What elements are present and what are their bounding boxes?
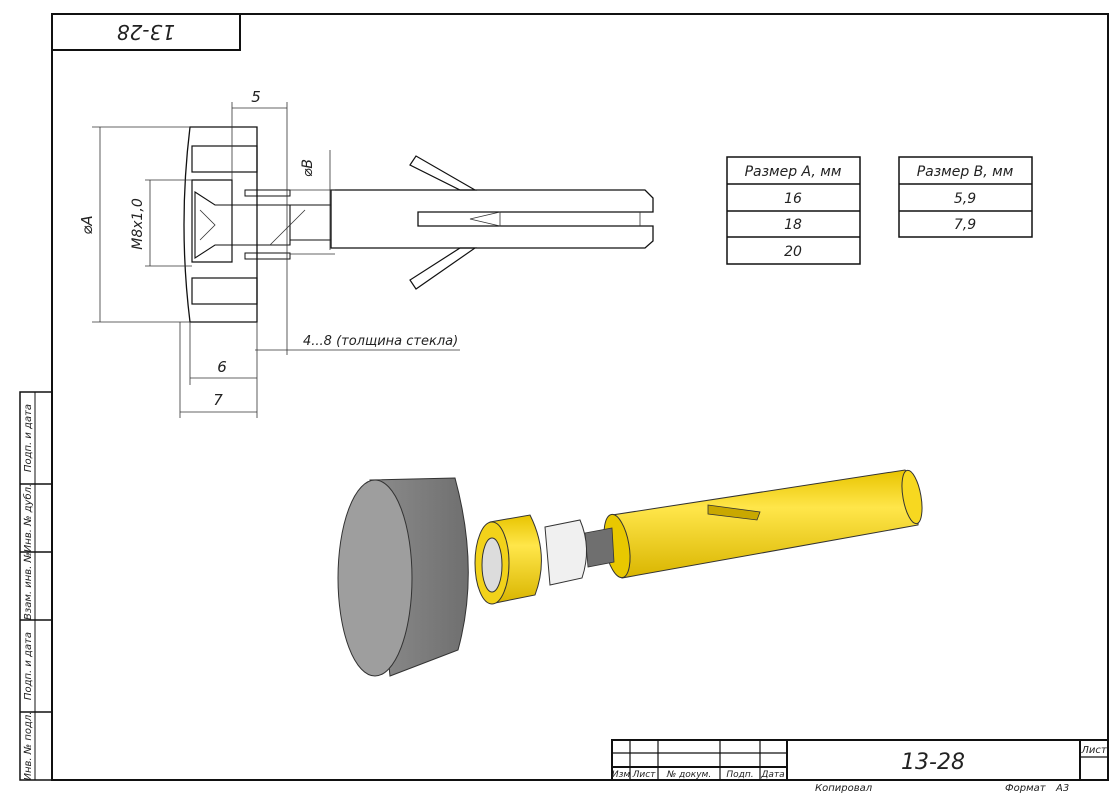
table-cell: 5,9 xyxy=(954,191,976,207)
dim-6: 6 xyxy=(217,358,227,376)
col-doc: № докум. xyxy=(666,770,711,780)
strip-label: Инв. № дубл. xyxy=(22,484,34,552)
table-size-a: Размер A, мм 16 18 20 xyxy=(726,156,861,265)
table-cell: 20 xyxy=(784,244,802,260)
side-strip: Подп. и дата Инв. № дубл. Взам. инв. № П… xyxy=(19,391,53,781)
format-value: A3 xyxy=(1055,783,1069,793)
dim-phi-a: ⌀A xyxy=(78,215,96,234)
copied-label: Копировал xyxy=(815,783,873,793)
dim-phi-b: ⌀B xyxy=(300,159,316,177)
table-size-b: Размер B, мм 5,9 7,9 xyxy=(898,156,1033,238)
strip-label: Подп. и дата xyxy=(23,632,34,700)
table-cell: 18 xyxy=(784,217,802,233)
table-cell: 7,9 xyxy=(954,217,976,233)
table-header: Размер B, мм xyxy=(917,164,1014,180)
col-list: Лист xyxy=(632,770,657,780)
col-date: Дата xyxy=(760,770,784,780)
3d-render xyxy=(337,469,923,677)
col-sign: Подп. xyxy=(726,770,753,780)
corner-stamp: 13-28 xyxy=(51,13,241,51)
strip-label: Взам. инв. № xyxy=(23,552,34,620)
section-view: 5 ⌀B ⌀A M8x1,0 4...8 (толщина стекла) 6 … xyxy=(78,88,654,418)
title-block: Изм Лист № докум. Подп. Дата 13-28 Лист xyxy=(611,739,1109,781)
dim-thread: M8x1,0 xyxy=(130,198,146,250)
designation: 13-28 xyxy=(901,750,965,775)
sheet-frame xyxy=(51,13,1109,781)
sheet-label: Лист xyxy=(1080,745,1108,756)
strip-label: Инв. № подл. xyxy=(23,712,34,781)
corner-stamp-text: 13-28 xyxy=(117,20,175,44)
table-header: Размер A, мм xyxy=(745,164,842,180)
col-izm: Изм xyxy=(612,770,631,780)
dim-glass-thickness: 4...8 (толщина стекла) xyxy=(303,334,458,349)
dim-7: 7 xyxy=(213,391,223,409)
format-label: Формат xyxy=(1005,783,1047,793)
dim-5: 5 xyxy=(251,88,261,106)
strip-label: Подп. и дата xyxy=(23,404,34,472)
table-cell: 16 xyxy=(784,191,802,207)
